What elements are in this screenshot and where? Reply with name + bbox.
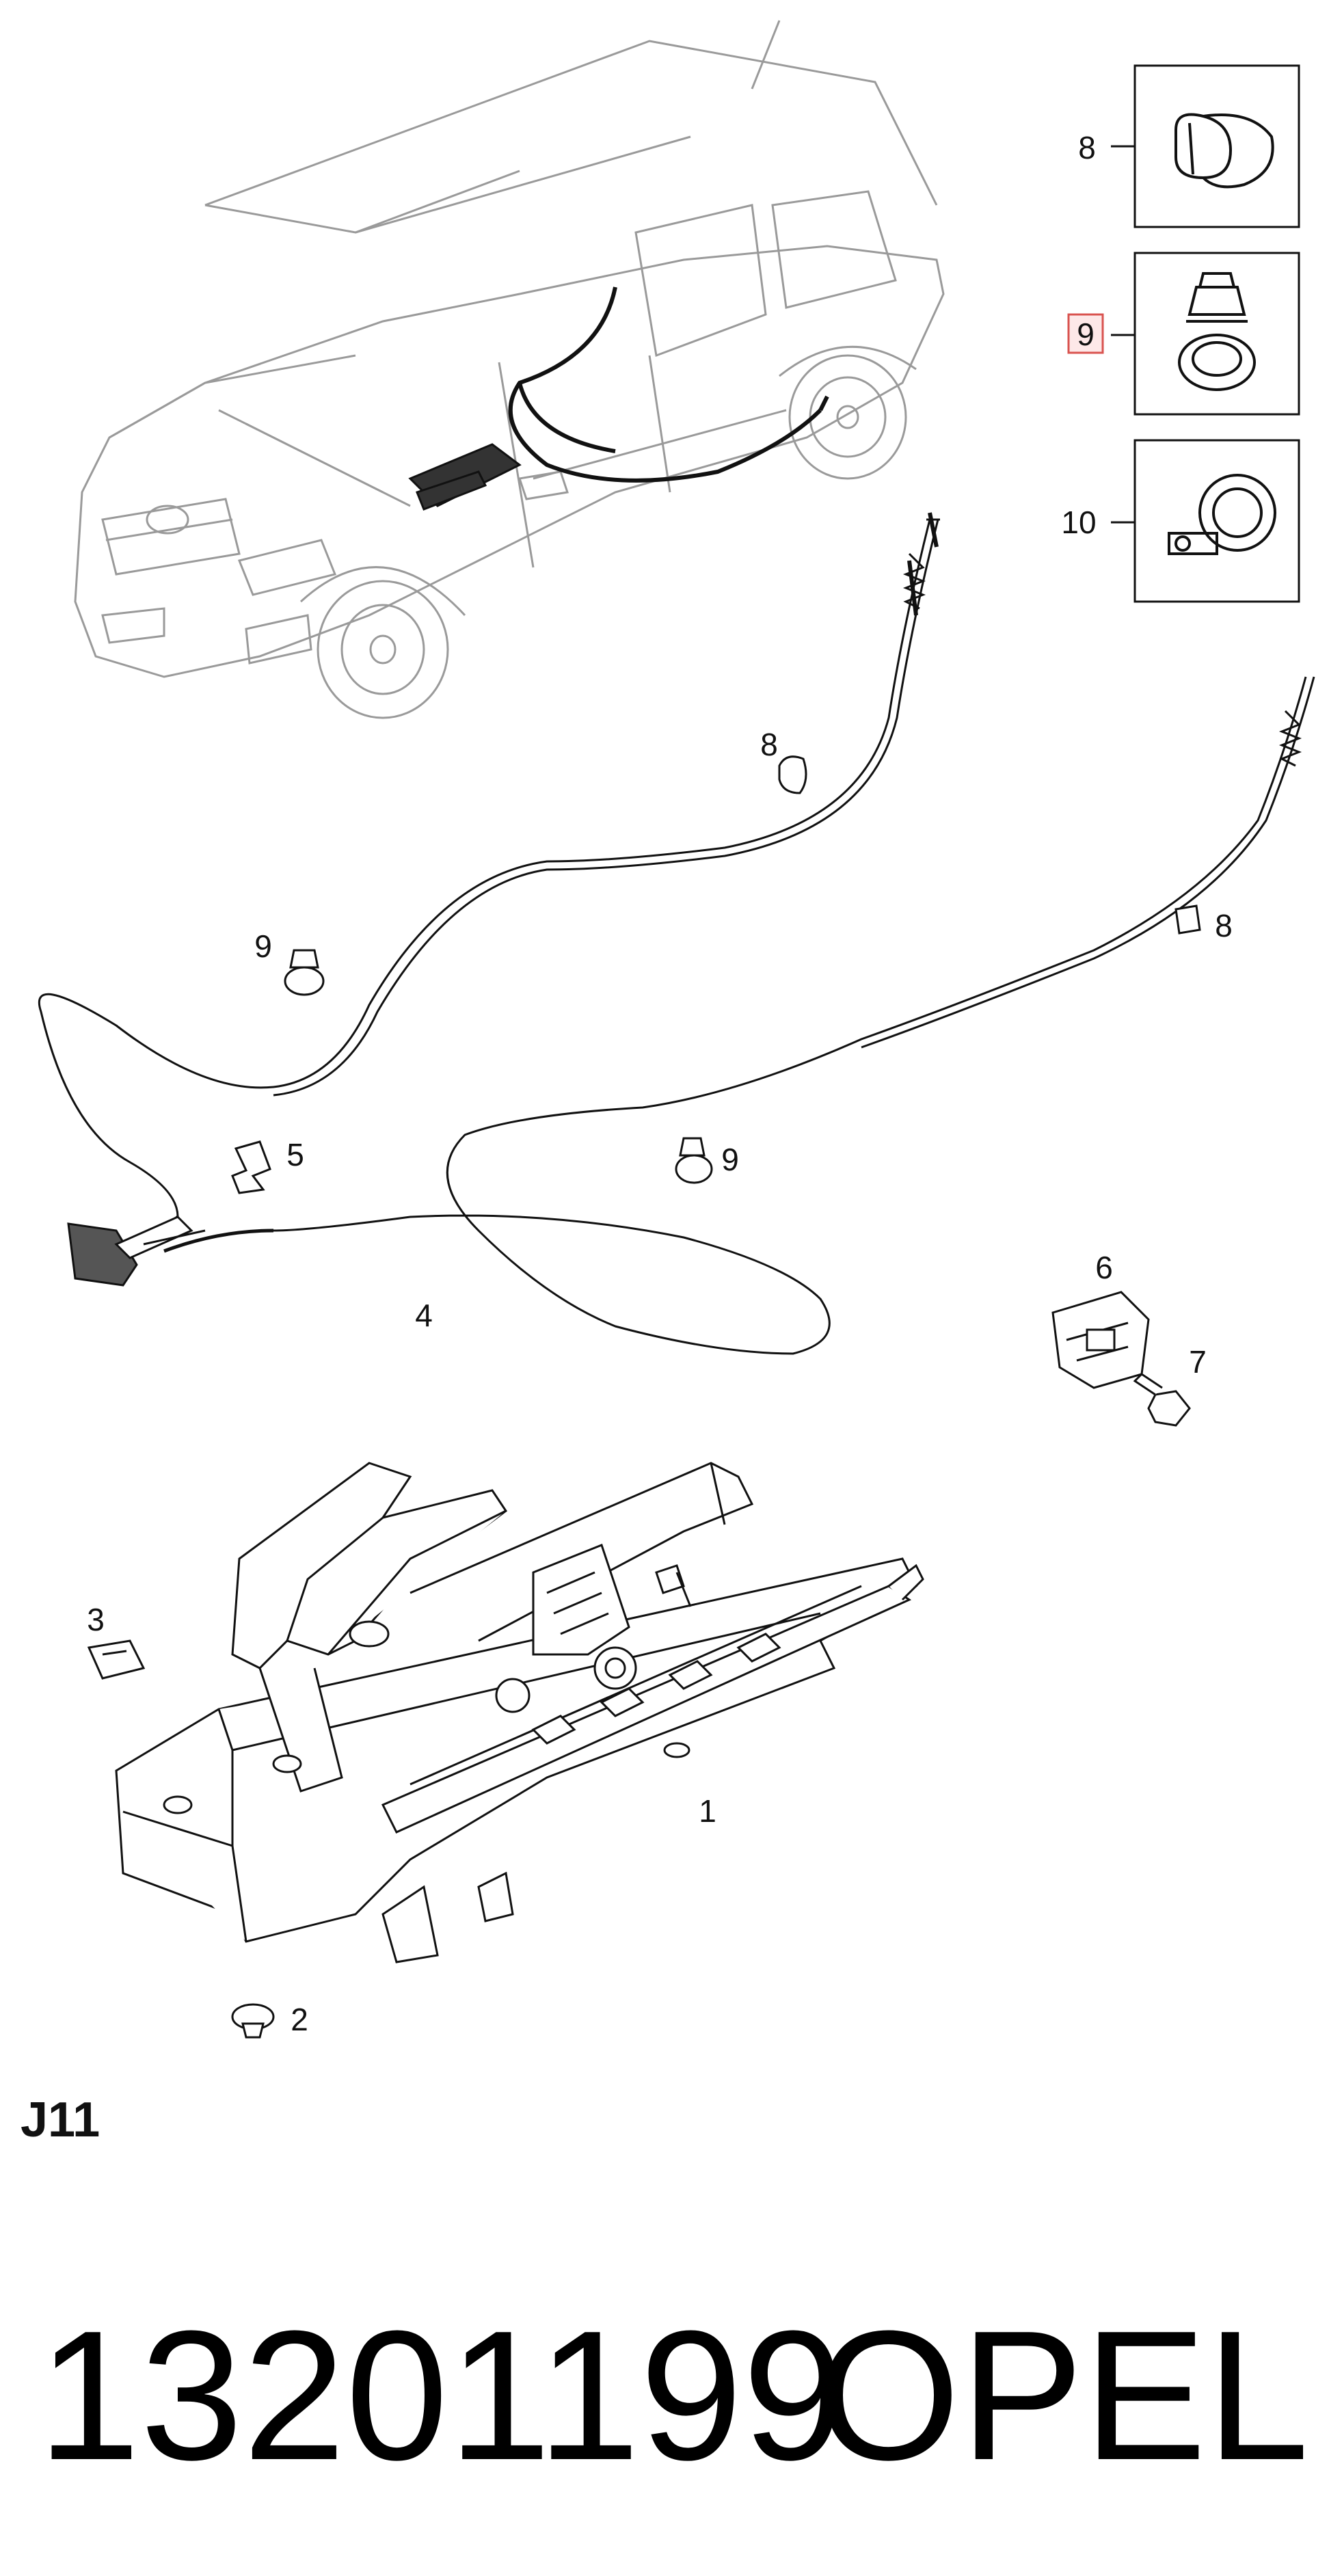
brake-cables	[38, 512, 1315, 1355]
part-5-bracket	[231, 1140, 271, 1194]
part-number: 13201199	[38, 2293, 846, 2499]
callout-5: 5	[286, 1137, 304, 1172]
callout-6: 6	[1095, 1250, 1113, 1285]
car-wiring	[508, 286, 829, 483]
cable-connector	[67, 1216, 206, 1287]
callout-2: 2	[291, 2002, 308, 2037]
legend-box-10	[1111, 439, 1300, 603]
section-code: J11	[21, 2093, 100, 2147]
callout-7: 7	[1189, 1344, 1207, 1380]
part-8-clip-right	[1174, 904, 1201, 935]
parts-diagram: 8 9 10	[38, 20, 1315, 2039]
callout-8-upper: 8	[760, 727, 778, 762]
legend-label-10: 10	[1061, 505, 1096, 540]
legend-label-9-highlight	[1067, 313, 1104, 354]
clip-fastener-icon	[1178, 272, 1256, 391]
part-9-fastener-left	[284, 949, 325, 996]
callout-9-left: 9	[254, 928, 272, 964]
callout-3: 3	[87, 1602, 105, 1637]
cable-clamp-icon	[1168, 474, 1276, 555]
part-7-bolt	[1133, 1373, 1191, 1427]
part-6-guide	[1051, 1291, 1150, 1389]
part-3-nut	[87, 1639, 146, 1680]
legend-box-8	[1111, 64, 1300, 228]
part-8-clip-upper	[778, 755, 807, 794]
car-brake-assembly	[408, 443, 522, 511]
callout-9-middle: 9	[721, 1142, 739, 1177]
part-2-plug	[231, 2003, 275, 2039]
clip-icon	[1174, 113, 1274, 189]
car-illustration	[74, 20, 945, 719]
legend-label-9: 9	[1077, 317, 1095, 352]
footer: 13201199 OPEL	[38, 2294, 1309, 2499]
callout-1: 1	[699, 1793, 716, 1829]
callout-8-right: 8	[1215, 908, 1233, 943]
legend-box-9	[1111, 252, 1300, 416]
callout-4: 4	[415, 1298, 433, 1333]
legend-label-8: 8	[1078, 130, 1096, 165]
part-9-fastener-middle	[675, 1137, 713, 1184]
part-1-handbrake-assembly	[115, 1462, 924, 1963]
brand-name: OPEL	[816, 2293, 1309, 2499]
